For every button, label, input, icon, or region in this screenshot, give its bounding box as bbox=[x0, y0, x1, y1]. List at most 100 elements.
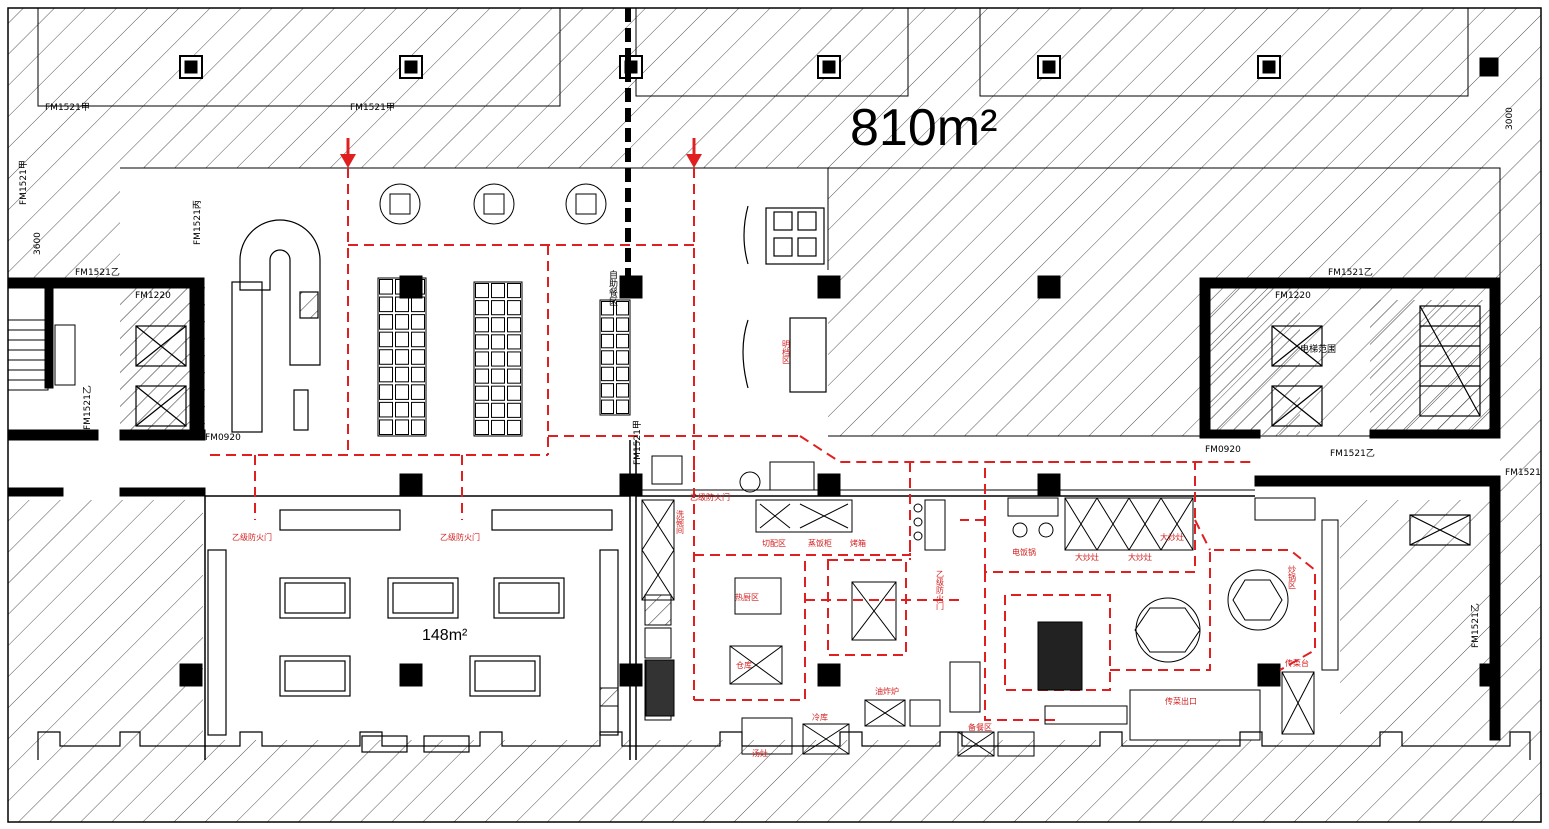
chair-cell bbox=[411, 314, 425, 330]
lounge-furniture bbox=[742, 205, 827, 393]
label-ricecooker: 电饭锅 bbox=[1012, 547, 1036, 557]
chair-cell bbox=[507, 317, 521, 333]
chair-cell bbox=[411, 419, 425, 436]
chair-cell bbox=[507, 385, 521, 401]
total-area-label: 810m² bbox=[850, 99, 997, 157]
chair-cell bbox=[379, 419, 393, 436]
label-fry: 油炸炉 bbox=[875, 686, 899, 696]
chair-cell bbox=[411, 279, 425, 295]
chair-cell bbox=[475, 402, 489, 418]
bottom-wall bbox=[37, 731, 1531, 760]
door-fm1521-yi-right-top: FM1521乙 bbox=[1328, 267, 1373, 278]
door-fm1220-right: FM1220 bbox=[1275, 291, 1311, 301]
chair-cell bbox=[395, 279, 409, 295]
round-tables bbox=[379, 183, 607, 225]
chair-cell bbox=[395, 331, 409, 348]
chair-cell bbox=[379, 366, 393, 383]
label-hood-1: 大炒灶 bbox=[1075, 552, 1099, 562]
door-fm1521-right-edge: FM1521 bbox=[1505, 468, 1541, 478]
label-wait-area: 备餐区 bbox=[968, 722, 992, 732]
curved-counter bbox=[231, 219, 321, 433]
chair-cell bbox=[616, 383, 629, 398]
chair-cell bbox=[601, 366, 614, 382]
label-fire-door-4: 乙级防火门 bbox=[936, 570, 945, 611]
label-dishwash: 洗碗间 bbox=[676, 509, 685, 535]
chair-cell bbox=[491, 317, 505, 333]
chair-cell bbox=[411, 296, 425, 313]
door-fm1521-mid: FM1521甲 bbox=[632, 420, 643, 465]
stair-left bbox=[7, 319, 76, 391]
table-chair-grid bbox=[379, 279, 629, 436]
chair-cell bbox=[616, 301, 629, 316]
label-steam: 蒸饭柜 bbox=[808, 538, 832, 548]
door-fm0920: FM0920 bbox=[205, 433, 241, 443]
chair-cell bbox=[616, 350, 629, 365]
chair-cell bbox=[475, 419, 489, 435]
chair-cell bbox=[616, 399, 629, 415]
chair-cell bbox=[379, 401, 393, 418]
banquet-tables bbox=[377, 277, 631, 437]
structural-columns bbox=[179, 55, 1499, 687]
label-soup: 汤灶 bbox=[752, 748, 768, 758]
elevators-right bbox=[1271, 305, 1481, 546]
chair-cell bbox=[616, 333, 629, 349]
door-fm0920-right: FM0920 bbox=[1205, 445, 1241, 455]
chair-cell bbox=[395, 401, 409, 418]
label-hot-kitchen: 热厨区 bbox=[735, 592, 759, 602]
door-fm1521-bing-left: FM1521丙 bbox=[192, 200, 203, 245]
chair-cell bbox=[601, 301, 614, 316]
chair-cell bbox=[395, 314, 409, 330]
dining-tables bbox=[207, 509, 619, 753]
label-carving: 明档区 bbox=[782, 340, 791, 364]
chair-cell bbox=[507, 334, 521, 350]
chair-cell bbox=[491, 419, 505, 435]
label-hood-2: 大炒灶 bbox=[1128, 552, 1152, 562]
chair-cell bbox=[491, 351, 505, 367]
entry-arrows bbox=[340, 138, 702, 168]
chair-cell bbox=[475, 283, 489, 299]
label-prep: 切配区 bbox=[762, 539, 786, 548]
chair-cell bbox=[379, 296, 393, 313]
dimension-3600: 3600 bbox=[33, 232, 43, 255]
label-cold: 冷库 bbox=[812, 712, 828, 722]
chair-cell bbox=[379, 384, 393, 400]
chair-cell bbox=[475, 351, 489, 367]
chair-cell bbox=[507, 300, 521, 316]
dining-area-label: 148m² bbox=[422, 627, 468, 644]
chair-cell bbox=[411, 366, 425, 383]
circulation-routes bbox=[210, 168, 1316, 721]
door-fm1521-yi-right-side: FM1521乙 bbox=[1470, 603, 1481, 648]
label-oven: 烤箱 bbox=[850, 538, 866, 548]
chair-cell bbox=[601, 317, 614, 332]
chair-cell bbox=[475, 385, 489, 401]
chair-cell bbox=[475, 317, 489, 333]
door-fm1521-yi-right-bottom: FM1521乙 bbox=[1330, 448, 1375, 459]
label-fire-door-2: 乙级防火门 bbox=[440, 532, 480, 542]
label-lift-area: 电梯范围 bbox=[1300, 343, 1336, 355]
chair-cell bbox=[491, 334, 505, 350]
chair-cell bbox=[616, 317, 629, 332]
chair-cell bbox=[491, 368, 505, 384]
label-fire-door-3: 乙级防火门 bbox=[690, 492, 730, 502]
chair-cell bbox=[379, 279, 393, 295]
chair-cell bbox=[395, 366, 409, 383]
chair-cell bbox=[507, 368, 521, 384]
chair-cell bbox=[601, 350, 614, 365]
label-station: 传菜台 bbox=[1285, 658, 1309, 668]
chair-cell bbox=[379, 314, 393, 330]
chair-cell bbox=[507, 402, 521, 418]
chair-cell bbox=[395, 296, 409, 313]
label-hood-3: 大炒灶 bbox=[1160, 532, 1184, 542]
label-wok-zone: 炒锅区 bbox=[1288, 565, 1297, 589]
door-fm1521-jia-2: FM1521甲 bbox=[350, 102, 395, 113]
chair-cell bbox=[411, 384, 425, 400]
dimension-3000: 3000 bbox=[1505, 107, 1515, 130]
door-fm1220: FM1220 bbox=[135, 291, 171, 301]
chair-cell bbox=[475, 300, 489, 316]
chair-cell bbox=[507, 351, 521, 367]
chair-cell bbox=[491, 300, 505, 316]
label-fire-door-1: 乙级防火门 bbox=[232, 532, 272, 542]
door-fm1521-jia-left: FM1521甲 bbox=[18, 160, 29, 205]
label-dispatch: 传菜出口 bbox=[1165, 696, 1197, 706]
chair-cell bbox=[395, 384, 409, 400]
